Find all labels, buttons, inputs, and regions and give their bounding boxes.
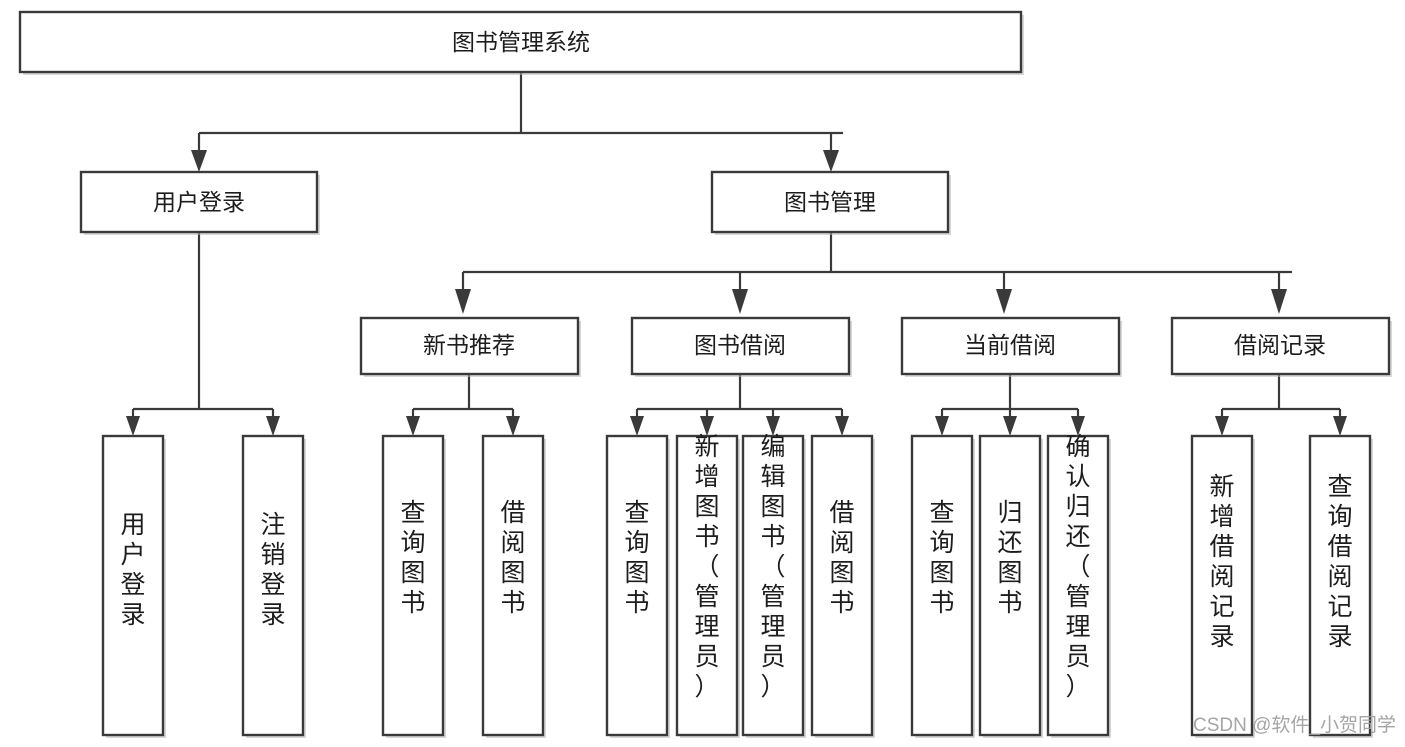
leaf-br-add-label: 新增借阅记录 bbox=[1209, 473, 1234, 651]
leaf-br-query-box[interactable] bbox=[1308, 434, 1372, 737]
leaf-bookborrow-add[interactable]: 新增图书（管理员） bbox=[675, 433, 740, 738]
connector-layer bbox=[126, 73, 1347, 436]
leaf-cb-return-box[interactable] bbox=[978, 434, 1042, 737]
leaf-currentborrow-query[interactable]: 查询图书 bbox=[910, 434, 975, 738]
leaf-nb-query-box[interactable] bbox=[381, 434, 445, 737]
leaf-br-add-box[interactable] bbox=[1190, 434, 1254, 737]
leaf-bb-borrow-box[interactable] bbox=[810, 434, 874, 737]
leaf-nb-query-label: 查询图书 bbox=[400, 499, 425, 617]
leaf-borrowrecord-add[interactable]: 新增借阅记录 bbox=[1190, 434, 1255, 738]
borrow-record-label: 借阅记录 bbox=[1234, 332, 1326, 358]
arrowhead-nb-borrow bbox=[506, 416, 520, 436]
leaf-nb-borrow-label: 借阅图书 bbox=[500, 499, 525, 617]
book-borrow-box[interactable] bbox=[630, 316, 851, 376]
arrowhead-bookborrow bbox=[732, 289, 748, 314]
arrowhead-user-login bbox=[191, 150, 207, 172]
borrow-record-box[interactable] bbox=[1170, 316, 1391, 376]
arrowhead-book-mgmt bbox=[823, 150, 839, 172]
user-login-label: 用户登录 bbox=[153, 189, 245, 215]
leaf-cb-confirm-box[interactable] bbox=[1046, 434, 1110, 737]
node-user-login[interactable]: 用户登录 bbox=[79, 170, 320, 235]
leaf-bookborrow-query[interactable]: 查询图书 bbox=[605, 434, 670, 738]
arrowhead-bb-borrow bbox=[835, 416, 849, 436]
leaf-br-query-label: 查询借阅记录 bbox=[1327, 473, 1352, 651]
leaf-login-label: 用户登录 bbox=[120, 511, 145, 629]
arrowhead-newbook bbox=[455, 289, 471, 314]
leaf-bb-query-label: 查询图书 bbox=[624, 499, 649, 617]
leaf-user-login-logout[interactable]: 注销登录 bbox=[241, 434, 306, 738]
leaf-bb-add-box[interactable] bbox=[675, 434, 739, 737]
node-book-management[interactable]: 图书管理 bbox=[710, 170, 951, 235]
book-management-box[interactable] bbox=[710, 170, 950, 234]
book-borrow-label: 图书借阅 bbox=[694, 332, 786, 358]
arrowhead-cb-confirm bbox=[1071, 416, 1085, 436]
leaf-bookborrow-borrow[interactable]: 借阅图书 bbox=[810, 434, 875, 738]
arrowhead-borrowrecord bbox=[1271, 289, 1287, 314]
leaf-newbook-borrow[interactable]: 借阅图书 bbox=[481, 434, 546, 738]
leaf-bb-edit-label: 编辑图书（管理员） bbox=[760, 433, 785, 701]
leaf-cb-query-label: 查询图书 bbox=[929, 499, 954, 617]
leaf-user-login-login[interactable]: 用户登录 bbox=[101, 434, 166, 738]
leaf-logout-label: 注销登录 bbox=[260, 511, 285, 629]
leaf-borrowrecord-query[interactable]: 查询借阅记录 bbox=[1308, 434, 1373, 738]
current-borrow-box[interactable] bbox=[900, 316, 1121, 376]
book-management-label: 图书管理 bbox=[784, 189, 876, 215]
csdn-watermark: CSDN @软件_小贺同学 bbox=[1193, 714, 1396, 736]
arrowhead-currentborrow bbox=[996, 289, 1012, 314]
new-book-label: 新书推荐 bbox=[423, 332, 515, 358]
root-label: 图书管理系统 bbox=[452, 29, 590, 55]
arrowhead-br-query bbox=[1333, 416, 1347, 436]
leaf-cb-confirm-label: 确认归还（管理员） bbox=[1065, 433, 1090, 701]
node-current-borrow[interactable]: 当前借阅 bbox=[900, 316, 1122, 377]
leaf-bb-add-label: 新增图书（管理员） bbox=[694, 433, 719, 701]
leaf-login-box[interactable] bbox=[101, 434, 165, 737]
arrowhead-cb-query bbox=[935, 416, 949, 436]
leaf-cb-return-label: 归还图书 bbox=[997, 499, 1022, 617]
arrowhead-cb-return bbox=[1003, 416, 1017, 436]
node-borrow-record[interactable]: 借阅记录 bbox=[1170, 316, 1392, 377]
leaf-cb-query-box[interactable] bbox=[910, 434, 974, 737]
leaf-nb-borrow-box[interactable] bbox=[481, 434, 545, 737]
leaf-bb-borrow-label: 借阅图书 bbox=[829, 499, 854, 617]
arrowhead-bb-add bbox=[700, 416, 714, 436]
arrowhead-bb-query bbox=[630, 416, 644, 436]
user-login-box[interactable] bbox=[79, 170, 319, 234]
arrowhead-leaf-logout bbox=[266, 416, 280, 436]
leaf-bb-query-box[interactable] bbox=[605, 434, 669, 737]
arrowhead-leaf-user-login bbox=[126, 416, 140, 436]
node-book-borrow[interactable]: 图书借阅 bbox=[630, 316, 852, 377]
arrowhead-nb-query bbox=[406, 416, 420, 436]
current-borrow-label: 当前借阅 bbox=[964, 332, 1056, 358]
arrowhead-bb-edit bbox=[766, 416, 780, 436]
leaf-currentborrow-return[interactable]: 归还图书 bbox=[978, 434, 1043, 738]
root-box[interactable] bbox=[18, 10, 1023, 74]
leaf-currentborrow-confirm[interactable]: 确认归还（管理员） bbox=[1046, 433, 1111, 738]
leaf-newbook-query[interactable]: 查询图书 bbox=[381, 434, 446, 738]
new-book-box[interactable] bbox=[359, 316, 580, 376]
node-root[interactable]: 图书管理系统 bbox=[18, 10, 1024, 75]
leaf-bookborrow-edit[interactable]: 编辑图书（管理员） bbox=[741, 433, 806, 738]
leaf-bb-edit-box[interactable] bbox=[741, 434, 805, 737]
arrowhead-br-add bbox=[1215, 416, 1229, 436]
leaf-logout-box[interactable] bbox=[241, 434, 305, 737]
node-new-book-recommend[interactable]: 新书推荐 bbox=[359, 316, 581, 377]
